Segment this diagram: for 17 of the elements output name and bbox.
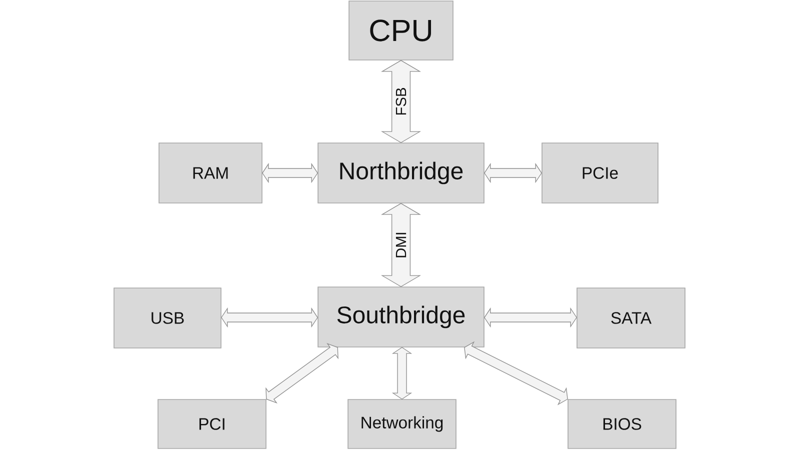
component-box: RAM bbox=[158, 142, 262, 204]
edge-label: FSB bbox=[394, 86, 408, 117]
component-box: Northbridge bbox=[318, 142, 484, 204]
component-box: PCI bbox=[158, 399, 266, 449]
double-arrow bbox=[392, 347, 412, 400]
component-box: SATA bbox=[576, 288, 686, 348]
double-arrow bbox=[266, 342, 338, 404]
component-box: Networking bbox=[348, 399, 456, 449]
double-arrow bbox=[484, 162, 542, 184]
component-box: BIOS bbox=[568, 399, 676, 449]
double-arrow bbox=[484, 307, 577, 328]
component-box: Southbridge bbox=[318, 286, 484, 348]
double-arrow bbox=[262, 162, 318, 184]
component-box: USB bbox=[114, 288, 222, 348]
component-box: CPU bbox=[348, 0, 454, 60]
double-arrow bbox=[221, 307, 318, 328]
component-box: PCIe bbox=[542, 142, 658, 204]
